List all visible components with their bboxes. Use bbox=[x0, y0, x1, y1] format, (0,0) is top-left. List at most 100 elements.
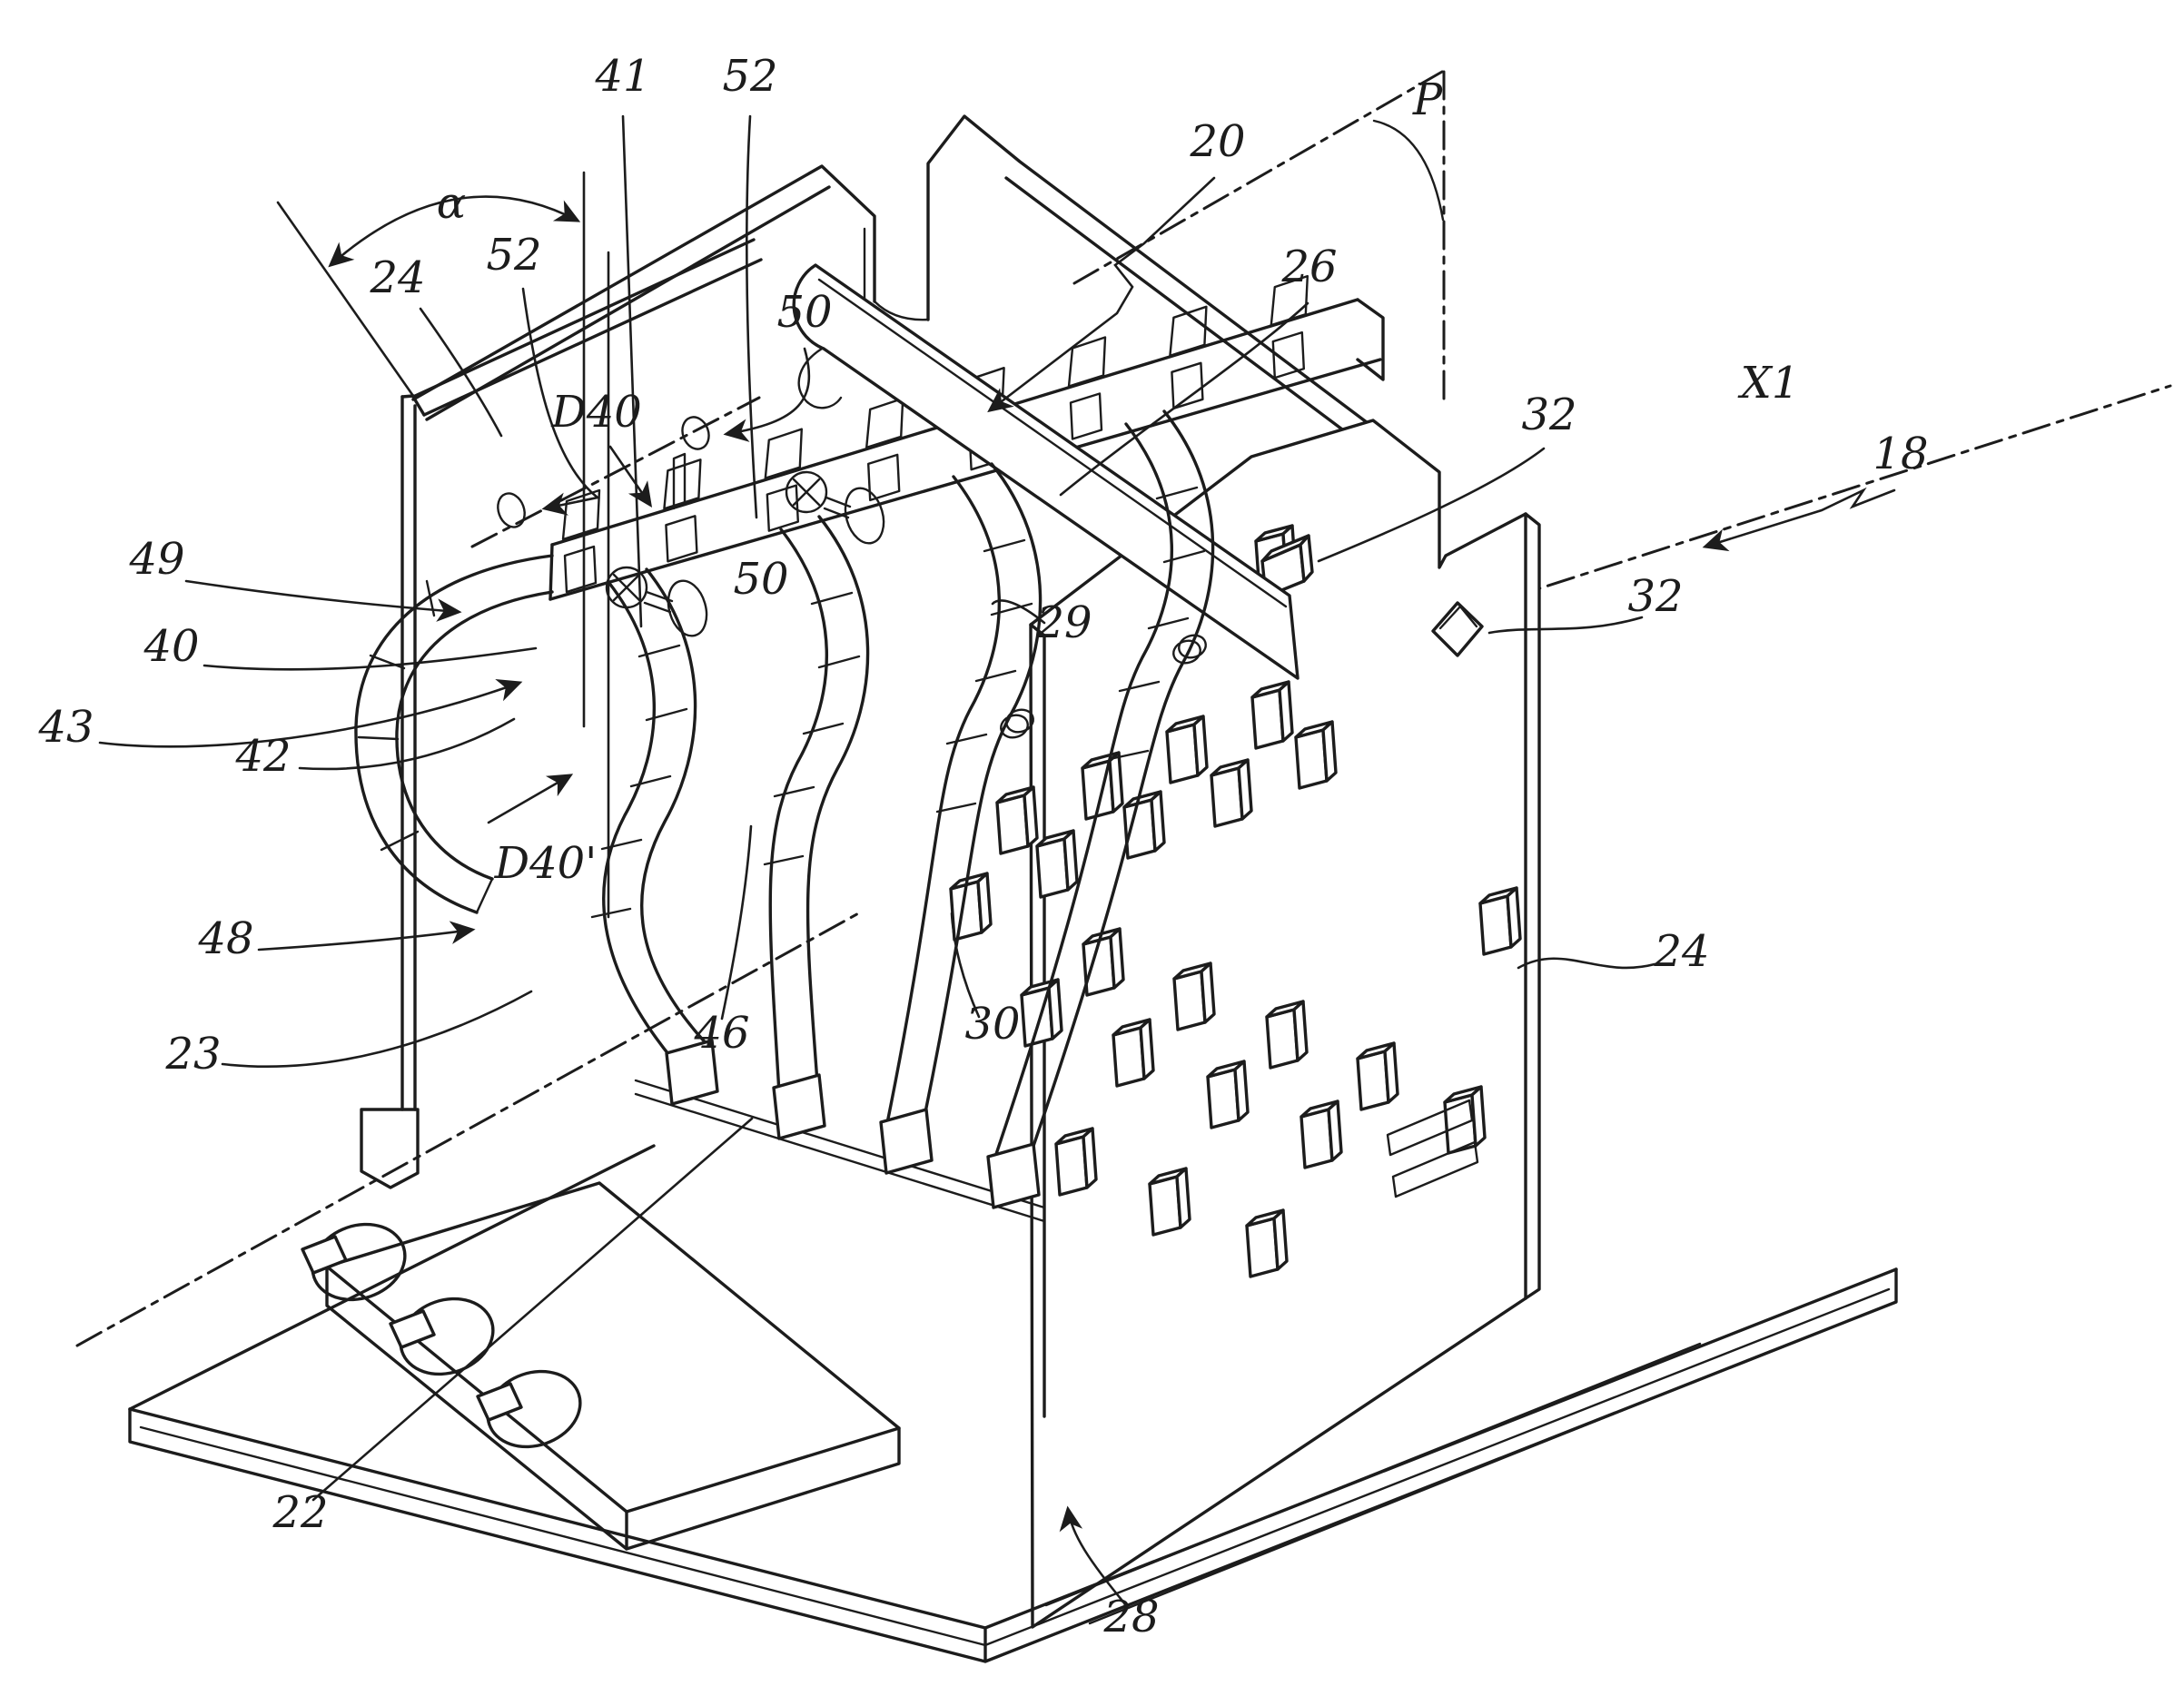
contact-boss bbox=[1358, 1043, 1398, 1109]
dimension-lines bbox=[278, 173, 653, 917]
comb-tooth bbox=[766, 429, 802, 478]
right-plate-bosses bbox=[951, 526, 1520, 1277]
contact-boss bbox=[1301, 1101, 1341, 1168]
ref-label-50-20: 50 bbox=[733, 554, 788, 605]
ref-label-50-6: 50 bbox=[776, 287, 832, 338]
contact-finger bbox=[765, 517, 868, 1139]
contact-boss bbox=[1445, 1087, 1485, 1153]
ref-label-D40-18: D40' bbox=[494, 838, 598, 889]
leader-23 bbox=[222, 991, 531, 1067]
leader-41 bbox=[623, 116, 641, 626]
ref-label-22-26: 22 bbox=[272, 1487, 328, 1538]
ref-label-28-27: 28 bbox=[1102, 1592, 1159, 1642]
axis-module-centerline bbox=[77, 912, 860, 1346]
comb-slot bbox=[1273, 332, 1304, 378]
contact-boss bbox=[1208, 1061, 1248, 1128]
contact-boss bbox=[1174, 963, 1214, 1030]
latch-block-32b bbox=[1433, 603, 1482, 656]
leader-50-top bbox=[723, 349, 809, 442]
base-assembly bbox=[130, 1080, 1896, 1661]
rail-pins bbox=[674, 454, 685, 508]
contact-foot bbox=[881, 1109, 932, 1173]
contact-boss bbox=[951, 873, 991, 940]
post-left-strip bbox=[413, 166, 875, 399]
comb-tooth bbox=[1170, 307, 1206, 356]
right-plate bbox=[951, 420, 1539, 1627]
contact-boss bbox=[1113, 1020, 1153, 1086]
upper-base-block bbox=[302, 1183, 899, 1549]
leader-lines bbox=[100, 116, 1894, 1605]
comb-tooth bbox=[1069, 338, 1105, 387]
ref-label-41-0: 41 bbox=[594, 51, 650, 102]
comb-slot bbox=[565, 547, 596, 592]
leader-30 bbox=[952, 913, 979, 1017]
alpha-ext-line bbox=[278, 202, 413, 396]
axis-lines bbox=[77, 72, 2170, 1346]
d40p-arrow bbox=[489, 774, 574, 823]
comb-tooth bbox=[664, 459, 700, 508]
contact-boss bbox=[1083, 929, 1123, 995]
contact-boss bbox=[1211, 760, 1251, 826]
ref-label--2: α bbox=[437, 178, 466, 229]
leader-20 bbox=[987, 178, 1214, 413]
contact-finger bbox=[988, 411, 1213, 1208]
contact-boss bbox=[1167, 716, 1207, 783]
contact-feet-ledge bbox=[636, 1080, 1044, 1221]
leader-24-right bbox=[1518, 959, 1655, 968]
leader-18 bbox=[1702, 490, 1894, 552]
leader-24-left bbox=[420, 309, 501, 436]
ref-label-23-23: 23 bbox=[164, 1029, 221, 1080]
contact-boss bbox=[1267, 1001, 1307, 1068]
contact-foot bbox=[988, 1144, 1039, 1208]
pivot-axis-line bbox=[472, 398, 759, 547]
right-plate-slots bbox=[1388, 1100, 1477, 1197]
ref-label-52-4: 52 bbox=[486, 230, 541, 281]
leader-52-left bbox=[523, 289, 598, 516]
base-mount-hole bbox=[478, 1359, 590, 1459]
bottom-plate-back-edge bbox=[130, 1146, 654, 1409]
ref-label-32-12: 32 bbox=[1521, 389, 1576, 440]
ref-label-29-21: 29 bbox=[1035, 597, 1092, 648]
comb-slot bbox=[1171, 363, 1202, 409]
leader-28 bbox=[1059, 1505, 1126, 1605]
base-mount-hole bbox=[390, 1287, 503, 1386]
alpha-arc bbox=[328, 197, 581, 268]
leader-43 bbox=[100, 679, 523, 746]
ref-label-24-3: 24 bbox=[369, 252, 425, 303]
contact-boss bbox=[1480, 888, 1520, 954]
screw-rear bbox=[786, 472, 890, 547]
pivot-pin-left bbox=[493, 489, 529, 530]
ref-label-48-19: 48 bbox=[197, 913, 253, 964]
contact-foot bbox=[667, 1040, 717, 1104]
left-plate-foot bbox=[361, 1109, 418, 1188]
ref-label-30-24: 30 bbox=[964, 999, 1020, 1050]
contact-boss bbox=[1037, 831, 1077, 897]
comb-slot bbox=[666, 516, 697, 561]
leader-42 bbox=[300, 719, 514, 769]
base-mount-hole bbox=[302, 1212, 415, 1312]
ref-label-52-1: 52 bbox=[722, 51, 777, 102]
d40-arrow bbox=[610, 447, 653, 508]
pivot-pin-right bbox=[678, 413, 714, 452]
leader-32b bbox=[1489, 617, 1642, 633]
comb-tooth bbox=[1271, 276, 1308, 325]
ref-label-18-11: 18 bbox=[1873, 429, 1928, 479]
ref-label-43-16: 43 bbox=[37, 702, 94, 753]
ref-label-32-13: 32 bbox=[1627, 571, 1683, 622]
leader-40 bbox=[204, 648, 536, 669]
contact-boss bbox=[1056, 1129, 1096, 1195]
ref-label-46-22: 46 bbox=[693, 1008, 749, 1059]
contact-finger bbox=[881, 464, 1041, 1173]
ref-label-20-7: 20 bbox=[1189, 116, 1245, 167]
ref-label-D40-5: D40 bbox=[550, 387, 642, 438]
contact-foot bbox=[774, 1075, 825, 1139]
ref-label-X1-10: X1 bbox=[1737, 358, 1800, 409]
leader-22 bbox=[313, 1119, 752, 1500]
contact-boss bbox=[997, 787, 1037, 853]
leader-52-top bbox=[746, 116, 756, 518]
contact-boss bbox=[1150, 1168, 1190, 1235]
leader-46 bbox=[722, 826, 751, 1019]
leader-49 bbox=[186, 581, 462, 622]
